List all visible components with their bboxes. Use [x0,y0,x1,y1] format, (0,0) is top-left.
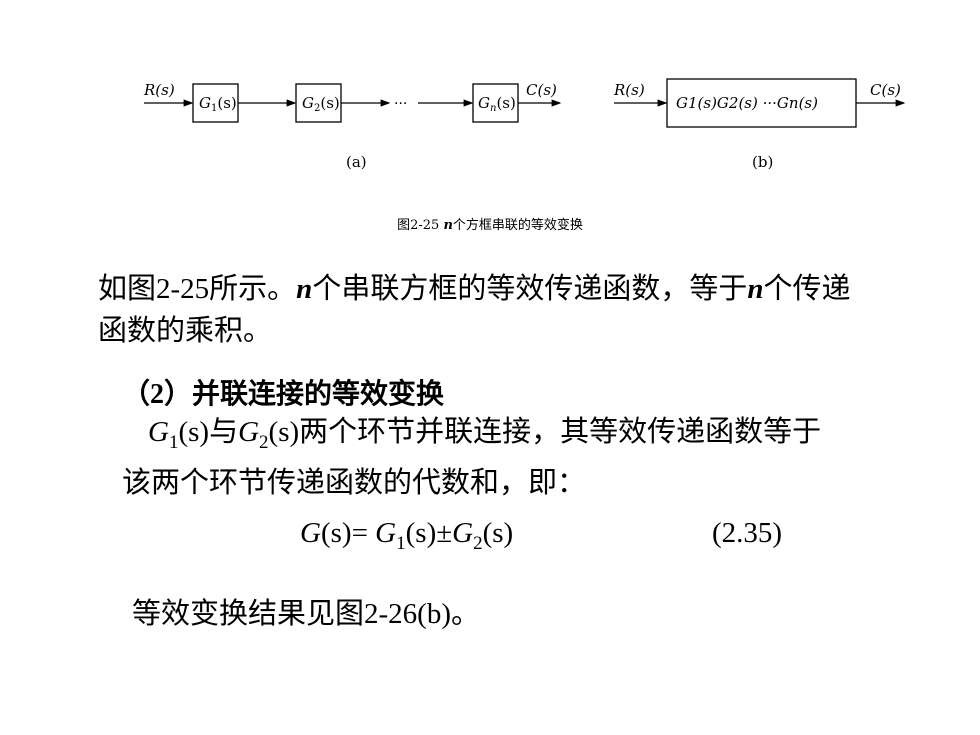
svg-text:G2(s): G2(s) [302,94,340,114]
paragraph-series: 如图2-25所示。n个串联方框的等效传递函数，等于n个传递 函数的乘积。 [98,273,851,347]
sublabel-b: (b) [752,153,773,171]
block-equivalent-label: G1(s)G2(s) ···Gn(s) [676,94,818,112]
output-label-a: C(s) [526,81,557,99]
equation-2-35: G(s)= G1(s)±G2(s) (2.35) [0,517,980,561]
diagram-b: R(s) G1(s)G2(s) ···Gn(s) C(s) (b) [613,78,906,171]
svg-text:G1(s): G1(s) [199,94,237,114]
output-label-b: C(s) [870,81,901,99]
ellipsis: ··· [394,96,407,112]
input-label-b: R(s) [613,81,645,99]
input-label-a: R(s) [143,81,175,99]
block-gn [472,83,519,123]
diagram-a: R(s) G1(s) G2(s) ··· Gn(s) C(s) (a) [143,81,562,171]
paragraph-parallel: G1(s)与G2(s)两个环节并联连接，其等效传递函数等于 该两个环节传递函数的… [122,416,822,499]
equation-number: (2.35) [712,517,783,549]
equation-body: G(s)= G1(s)±G2(s) [300,517,514,554]
paragraph-result: 等效变换结果见图2-26(b)。 [132,598,480,630]
svg-text:Gn(s): Gn(s) [478,94,516,114]
block-equivalent [666,78,857,128]
sublabel-a: (a) [346,153,367,171]
block-diagram: R(s) G1(s) G2(s) ··· Gn(s) C(s) (a) R(s)… [143,78,906,171]
section-heading: （2）并联连接的等效变换 [122,379,445,410]
figure-caption: 图2-25 n个方框串联的等效变换 [397,218,583,233]
